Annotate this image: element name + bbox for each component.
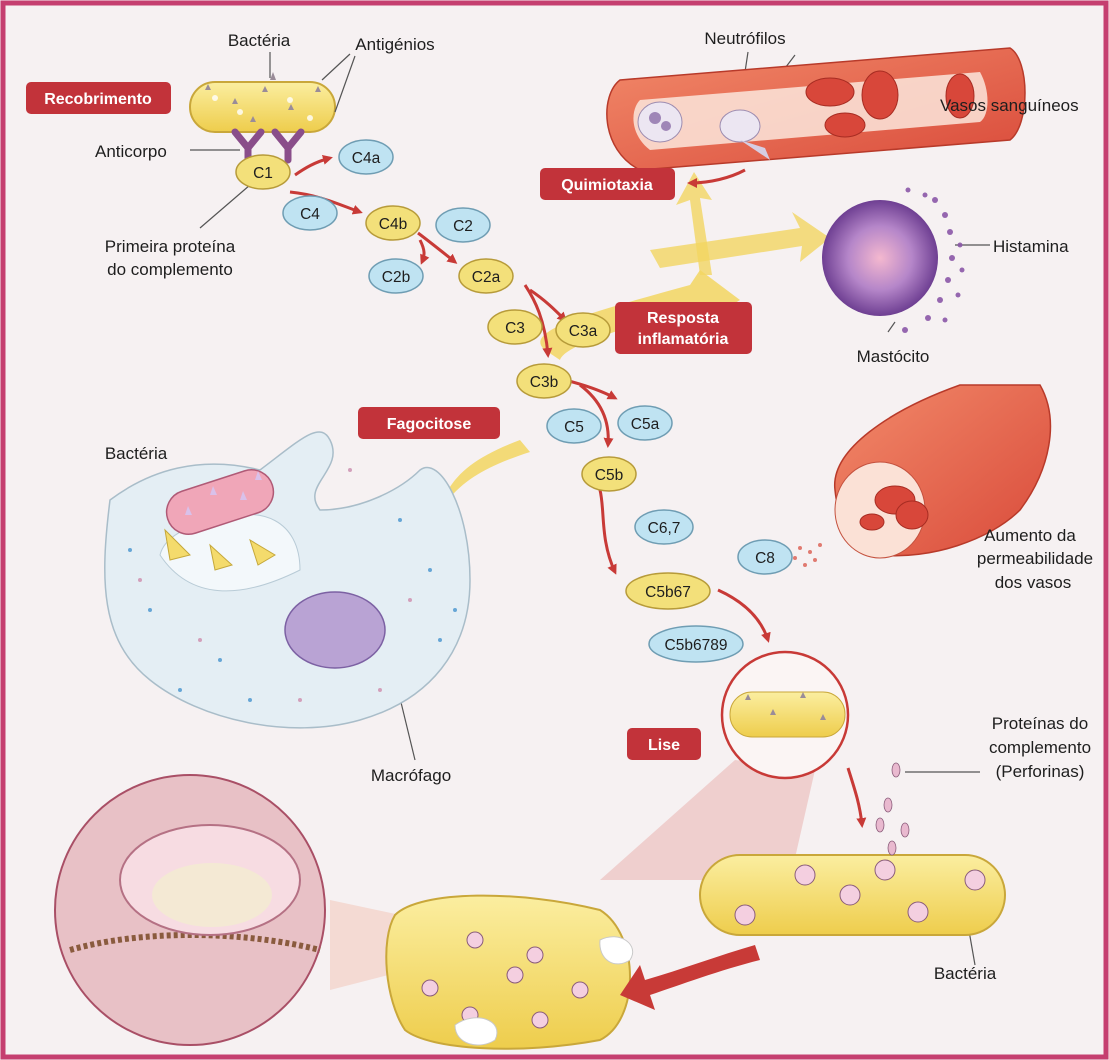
label-primeira-2: do complemento	[107, 260, 233, 279]
svg-text:C4a: C4a	[352, 150, 381, 167]
svg-text:C1: C1	[253, 165, 273, 182]
label-neutrofilos: Neutrófilos	[704, 29, 785, 48]
tag-fagocitose: Fagocitose	[358, 407, 500, 439]
macrophage	[105, 432, 470, 728]
lysed-bacterium	[386, 896, 632, 1049]
svg-text:C2a: C2a	[472, 269, 501, 286]
svg-text:C5b67: C5b67	[645, 584, 691, 601]
label-proteinas-1: Proteínas do	[992, 714, 1088, 733]
molecule-c4b: C4b	[366, 206, 420, 240]
tag-resposta-inflamatoria: Resposta inflamatória	[615, 302, 752, 354]
svg-text:Resposta: Resposta	[647, 310, 719, 327]
label-mastocito: Mastócito	[857, 347, 930, 366]
label-macrofago: Macrófago	[371, 766, 451, 785]
label-aumento-3: dos vasos	[995, 573, 1072, 592]
svg-text:Recobrimento: Recobrimento	[44, 91, 152, 108]
svg-text:C2b: C2b	[382, 269, 410, 286]
tag-lise: Lise	[627, 728, 701, 760]
label-bacteria-macrophage: Bactéria	[105, 444, 168, 463]
label-bacteria-bottom: Bactéria	[934, 964, 997, 983]
label-antigenios: Antigénios	[355, 35, 434, 54]
molecule-c8: C8	[738, 540, 792, 574]
molecule-c5b6789: C5b6789	[649, 626, 743, 662]
molecule-c2a: C2a	[459, 259, 513, 293]
svg-text:Lise: Lise	[648, 737, 680, 754]
molecule-c6-7: C6,7	[635, 510, 693, 544]
svg-text:C2: C2	[453, 218, 473, 235]
svg-text:C5: C5	[564, 419, 584, 436]
svg-text:C3: C3	[505, 320, 525, 337]
label-aumento-2: permeabilidade	[977, 549, 1093, 568]
molecule-c3: C3	[488, 310, 542, 344]
tag-recobrimento: Recobrimento	[26, 82, 171, 114]
svg-text:C5b6789: C5b6789	[665, 637, 728, 654]
label-proteinas-2: complemento	[989, 738, 1091, 757]
molecule-c5b: C5b	[582, 457, 636, 491]
svg-text:C3b: C3b	[530, 374, 558, 391]
svg-text:C4b: C4b	[379, 216, 407, 233]
svg-text:Fagocitose: Fagocitose	[387, 416, 472, 433]
molecule-c3b: C3b	[517, 364, 571, 398]
molecule-c5: C5	[547, 409, 601, 443]
molecule-c1: C1	[236, 155, 290, 189]
molecule-c3a: C3a	[556, 313, 610, 347]
svg-text:C3a: C3a	[569, 323, 598, 340]
svg-text:C4: C4	[300, 206, 320, 223]
label-histamina: Histamina	[993, 237, 1069, 256]
svg-text:C5b: C5b	[595, 467, 623, 484]
svg-text:C8: C8	[755, 550, 775, 567]
tag-quimiotaxia: Quimiotaxia	[540, 168, 675, 200]
label-anticorpo: Anticorpo	[95, 142, 167, 161]
svg-text:C5a: C5a	[631, 416, 660, 433]
molecule-c2b: C2b	[369, 259, 423, 293]
svg-text:inflamatória: inflamatória	[638, 331, 729, 348]
label-vasos: Vasos sanguíneos	[940, 96, 1079, 115]
label-proteinas-3: (Perforinas)	[996, 762, 1085, 781]
svg-text:Quimiotaxia: Quimiotaxia	[561, 177, 653, 194]
molecule-c5a: C5a	[618, 406, 672, 440]
label-aumento-1: Aumento da	[984, 526, 1076, 545]
molecule-c5b67: C5b67	[626, 573, 710, 609]
molecule-c4: C4	[283, 196, 337, 230]
molecule-c4a: C4a	[339, 140, 393, 174]
label-primeira-1: Primeira proteína	[105, 237, 236, 256]
svg-text:C6,7: C6,7	[648, 520, 681, 537]
molecule-c2: C2	[436, 208, 490, 242]
label-bacteria-top: Bactéria	[228, 31, 291, 50]
